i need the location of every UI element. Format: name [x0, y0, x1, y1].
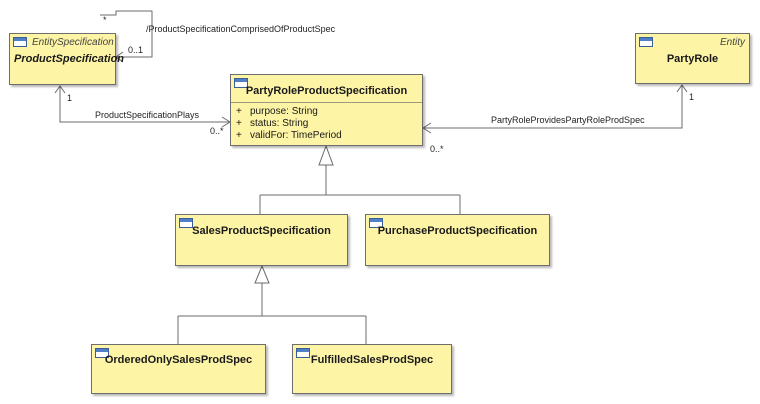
self-association-line	[100, 10, 153, 58]
provides-arrowhead-left	[422, 122, 432, 134]
attribute-text: validFor: TimePeriod	[250, 130, 342, 141]
attribute-row: + status: String	[231, 118, 422, 130]
class-icon	[369, 218, 383, 228]
class-icon	[95, 348, 109, 358]
class-party-role-product-specification[interactable]: PartyRoleProductSpecification + purpose:…	[230, 74, 423, 146]
class-sales-product-specification[interactable]: SalesProductSpecification	[175, 214, 348, 266]
plays-association-name: ProductSpecificationPlays	[95, 110, 200, 120]
class-party-role[interactable]: Entity PartyRole	[635, 33, 750, 84]
plays-arrowhead-top	[54, 85, 66, 94]
generalization-tree-1	[259, 165, 461, 214]
attribute-visibility: +	[236, 106, 242, 117]
class-name: FulfilledSalesProdSpec	[310, 354, 434, 366]
generalization-triangle-2	[254, 264, 270, 284]
plays-multiplicity-target: 0..*	[210, 126, 224, 136]
plays-multiplicity-source: 1	[67, 93, 73, 103]
class-purchase-product-specification[interactable]: PurchaseProductSpecification	[365, 214, 550, 266]
self-association-name: /ProductSpecificationComprisedOfProductS…	[146, 24, 336, 34]
class-name: PartyRoleProductSpecification	[245, 85, 408, 97]
class-icon	[296, 348, 310, 358]
self-association-arrowhead	[115, 51, 124, 63]
class-product-specification[interactable]: EntitySpecification ProductSpecification	[9, 33, 124, 85]
class-icon	[234, 78, 248, 88]
class-name: ProductSpecification	[14, 53, 125, 65]
class-ordered-only-sales-prod-spec[interactable]: OrderedOnlySalesProdSpec	[91, 344, 266, 394]
provides-association-name: PartyRoleProvidesPartyRoleProdSpec	[491, 115, 645, 125]
plays-association-line	[59, 86, 230, 123]
provides-arrowhead-top	[676, 84, 688, 93]
class-name: SalesProductSpecification	[192, 225, 331, 237]
class-name: PartyRole	[666, 53, 719, 65]
provides-association-line	[423, 85, 683, 129]
provides-multiplicity-source: 1	[689, 92, 695, 102]
attribute-row: + purpose: String	[231, 106, 422, 118]
stereotype-label: EntitySpecification	[32, 37, 114, 48]
self-association-multiplicity-bottom: 0..1	[128, 45, 144, 55]
stereotype-label: Entity	[719, 37, 745, 48]
attribute-text: purpose: String	[250, 106, 318, 117]
provides-multiplicity-target: 0..*	[430, 144, 444, 154]
class-icon	[639, 37, 653, 47]
generalization-triangle-1	[318, 144, 334, 166]
attribute-text: status: String	[250, 118, 309, 129]
generalization-tree-2	[177, 283, 367, 344]
class-icon	[179, 218, 193, 228]
class-name: OrderedOnlySalesProdSpec	[104, 354, 253, 366]
class-icon	[13, 37, 27, 47]
class-fulfilled-sales-prod-spec[interactable]: FulfilledSalesProdSpec	[292, 344, 452, 394]
attribute-visibility: +	[236, 130, 242, 141]
self-association-multiplicity-top: *	[103, 15, 107, 25]
attribute-row: + validFor: TimePeriod	[231, 130, 422, 142]
attribute-compartment: + purpose: String + status: String + val…	[231, 102, 422, 142]
class-name: PurchaseProductSpecification	[377, 225, 538, 237]
attribute-visibility: +	[236, 118, 242, 129]
